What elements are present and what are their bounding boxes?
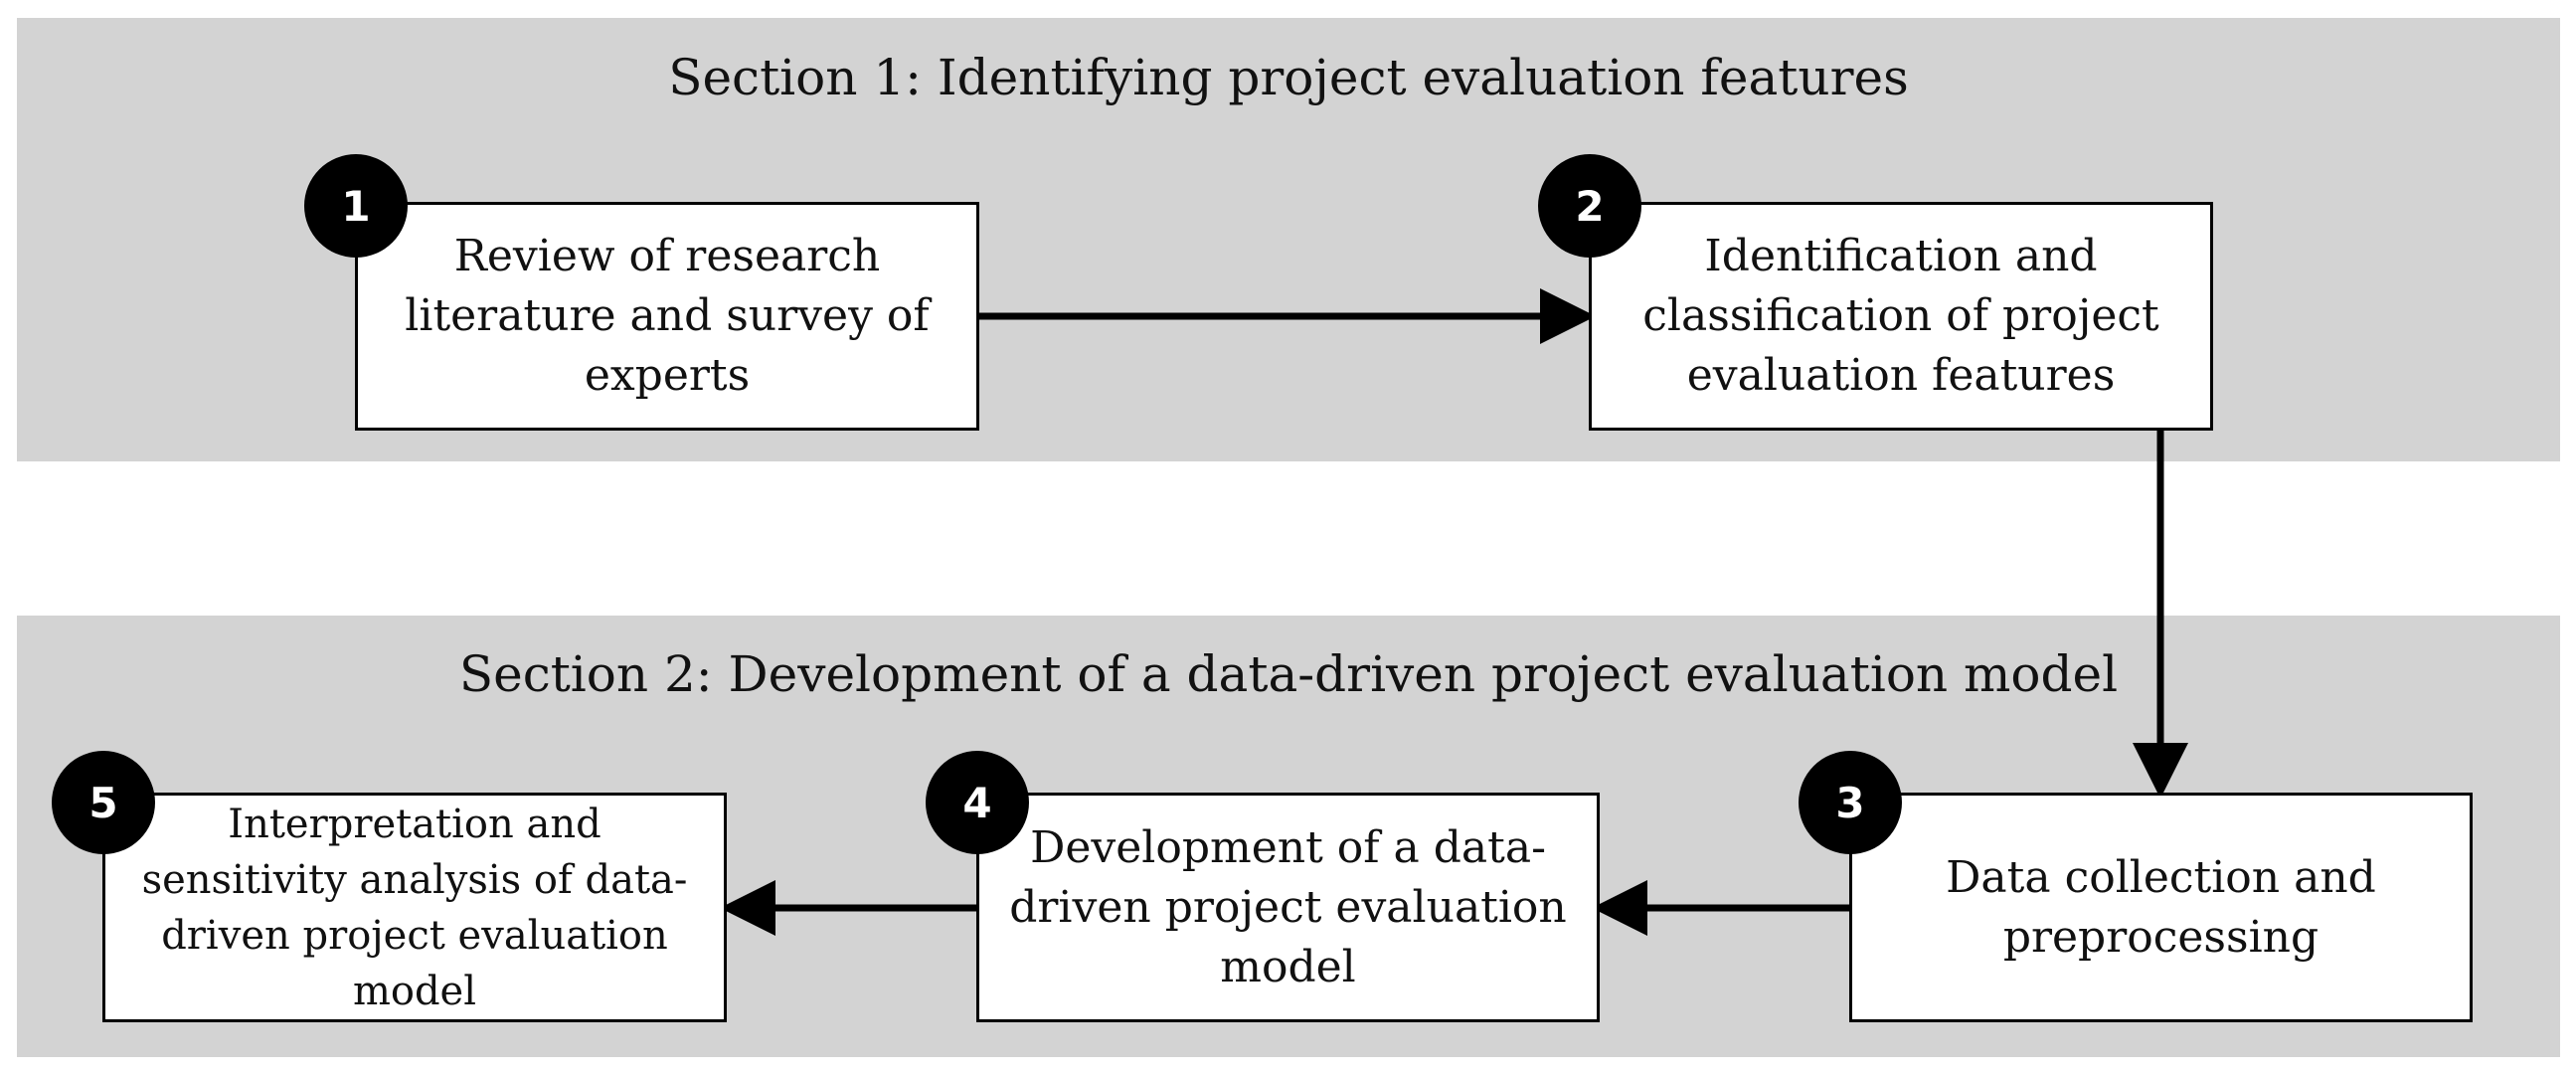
- step-1-box: Review of research literature and survey…: [355, 202, 979, 431]
- step-2-number-badge: 2: [1538, 154, 1641, 258]
- section-1-title: Section 1: Identifying project evaluatio…: [668, 49, 1909, 106]
- step-2-label: Identification and classification of pro…: [1642, 231, 2159, 401]
- step-5-label: Interpretation and sensitivity analysis …: [141, 801, 688, 1014]
- step-4-label: Development of a data- driven project ev…: [1009, 821, 1567, 992]
- step-1-number-badge: 1: [304, 154, 408, 258]
- step-5-box: Interpretation and sensitivity analysis …: [102, 793, 727, 1022]
- step-3-box: Data collection and preprocessing: [1849, 793, 2473, 1022]
- step-1-label: Review of research literature and survey…: [405, 231, 930, 401]
- section-2-title: Section 2: Development of a data-driven …: [458, 645, 2119, 703]
- step-2-box: Identification and classification of pro…: [1589, 202, 2213, 431]
- step-4-box: Development of a data- driven project ev…: [976, 793, 1600, 1022]
- step-5-number-badge: 5: [52, 751, 155, 854]
- step-3-label: Data collection and preprocessing: [1946, 851, 2376, 963]
- step-3-number-badge: 3: [1799, 751, 1902, 854]
- step-4-number-badge: 4: [926, 751, 1029, 854]
